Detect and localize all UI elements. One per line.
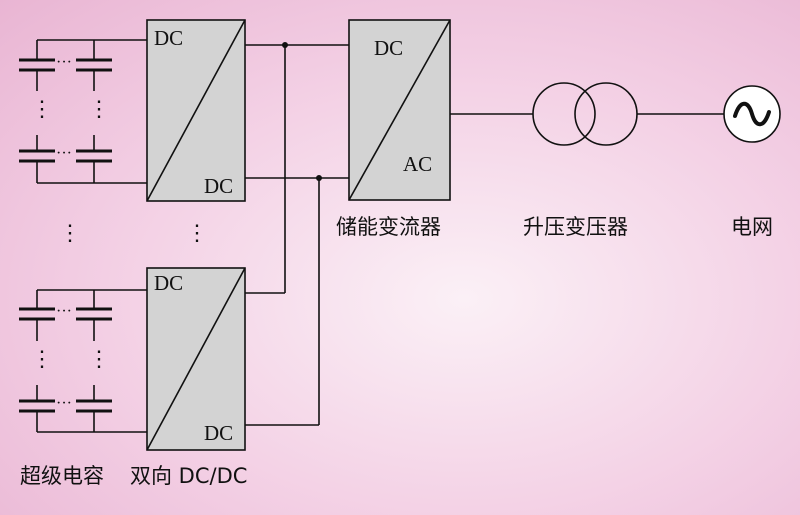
supercap-bank-bottom <box>19 289 147 433</box>
dcdc-bottom-output-label: DC <box>204 421 234 445</box>
step-up-transformer-symbol <box>532 82 638 146</box>
ellipsis-h: ··· <box>56 395 72 412</box>
dc-bus-wiring <box>245 44 349 426</box>
step-up-transformer-caption: 升压变压器 <box>523 215 628 239</box>
ellipsis-v: ⋮ <box>59 220 81 245</box>
dcdc-top-input-label: DC <box>154 26 184 50</box>
dcdc-converter-top <box>146 19 246 202</box>
grid-caption: 电网 <box>731 215 773 239</box>
bidirectional-dcdc-caption: 双向 DC/DC <box>130 464 248 488</box>
supercap-caption: 超级电容 <box>20 464 104 488</box>
ellipsis-v: ⋮ <box>88 346 110 371</box>
inverter-ac-label: AC <box>403 152 433 176</box>
junction-dot <box>282 42 288 48</box>
supercap-bank-top <box>19 39 147 184</box>
ellipsis-h: ··· <box>56 303 72 320</box>
inverter-dc-label: DC <box>374 36 404 60</box>
ellipsis-v: ⋮ <box>31 96 53 121</box>
dcdc-converter-bottom <box>146 267 246 451</box>
dcdc-top-output-label: DC <box>204 174 234 198</box>
storage-inverter <box>348 19 451 201</box>
ellipsis-h: ··· <box>56 145 72 162</box>
storage-converter-caption: 储能变流器 <box>336 215 441 239</box>
ellipsis-v: ⋮ <box>31 346 53 371</box>
grid-ac-source-icon <box>723 85 781 143</box>
dcdc-bottom-input-label: DC <box>154 271 184 295</box>
ellipsis-v: ⋮ <box>88 96 110 121</box>
ellipsis-v: ⋮ <box>186 220 208 245</box>
ellipsis-h: ··· <box>56 54 72 71</box>
junction-dot <box>316 175 322 181</box>
